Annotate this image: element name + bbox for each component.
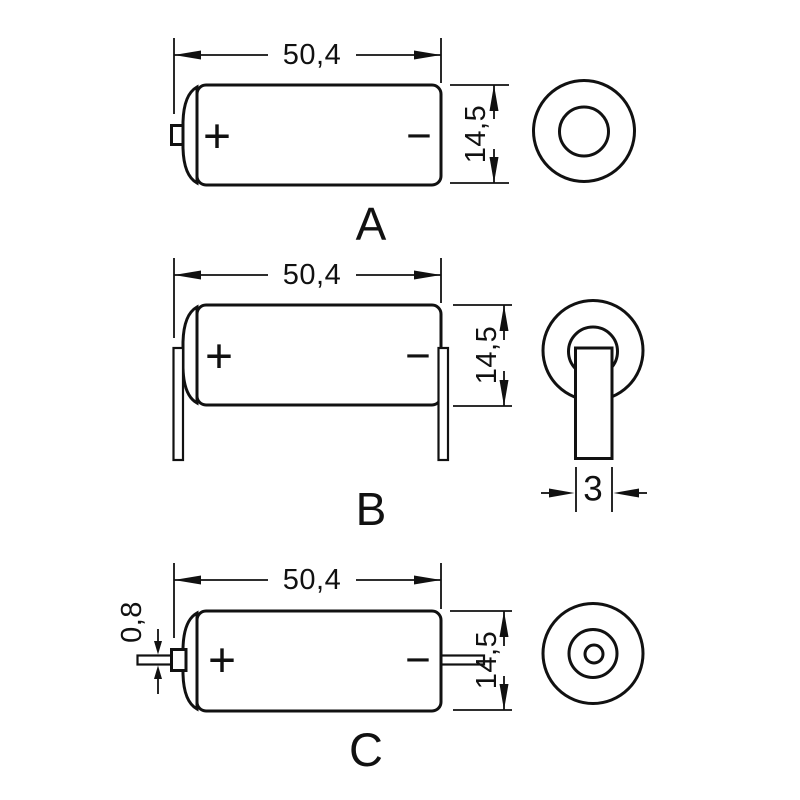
battery-a-side-view: + − bbox=[170, 83, 443, 187]
plus-terminal-a: + bbox=[203, 111, 231, 164]
battery-c-dome bbox=[181, 610, 199, 712]
dim-diameter-c: 14,5 bbox=[450, 610, 512, 711]
battery-a-end-view bbox=[532, 79, 636, 183]
dim-tag-width-b: 3 bbox=[541, 467, 647, 512]
battery-c-wire-left bbox=[136, 654, 174, 666]
dim-length-a: 50,4 bbox=[173, 38, 442, 114]
arrowhead-down bbox=[489, 157, 499, 183]
battery-a-body bbox=[195, 83, 443, 187]
battery-b-end-view bbox=[541, 299, 645, 460]
variant-c: 50,4 + − 0,8 14,5 bbox=[116, 563, 645, 776]
variant-a-label: A bbox=[356, 198, 387, 250]
minus-terminal-b: − bbox=[405, 332, 431, 381]
dim-text-diameter-a: 14,5 bbox=[460, 105, 492, 163]
battery-a-dome bbox=[181, 84, 199, 186]
arrowhead-down bbox=[499, 380, 509, 406]
minus-terminal-a: − bbox=[406, 112, 432, 161]
arrowhead-up bbox=[489, 85, 499, 111]
dim-text-length-a: 50,4 bbox=[283, 39, 341, 71]
dim-length-c: 50,4 bbox=[173, 563, 442, 638]
dim-text-wire-diameter-c: 0,8 bbox=[116, 601, 148, 643]
arrowhead-up bbox=[154, 665, 162, 679]
end-view-c-wire bbox=[583, 643, 605, 665]
variant-b: 50,4 + − 14,5 bbox=[172, 258, 647, 535]
dim-text-diameter-b: 14,5 bbox=[471, 326, 503, 384]
battery-c-body bbox=[195, 609, 443, 713]
dim-text-diameter-c: 14,5 bbox=[471, 631, 503, 689]
arrowhead-right bbox=[549, 488, 575, 498]
minus-terminal-c: − bbox=[405, 636, 431, 685]
variant-b-label: B bbox=[356, 483, 387, 535]
arrowhead-left bbox=[613, 488, 639, 498]
arrowhead-right bbox=[414, 575, 441, 585]
dim-diameter-a: 14,5 bbox=[450, 84, 509, 184]
dim-wire-diameter-c: 0,8 bbox=[116, 601, 162, 694]
arrowhead-up bbox=[499, 305, 509, 331]
battery-b-side-view: + − bbox=[172, 303, 450, 462]
battery-b-solder-tag-left bbox=[172, 346, 185, 462]
arrowhead-left bbox=[174, 50, 201, 60]
arrowhead-down bbox=[154, 641, 162, 655]
battery-c-end-view bbox=[541, 602, 645, 705]
dim-text-length-b: 50,4 bbox=[283, 259, 341, 291]
arrowhead-left bbox=[174, 575, 201, 585]
plus-terminal-b: + bbox=[205, 331, 233, 384]
variant-c-label: C bbox=[349, 723, 383, 776]
dim-text-length-c: 50,4 bbox=[283, 564, 341, 596]
arrowhead-down bbox=[499, 684, 509, 710]
dim-length-b: 50,4 bbox=[173, 258, 442, 338]
variant-a: 50,4 + − 14,5 A bbox=[170, 38, 636, 250]
plus-terminal-c: + bbox=[208, 635, 236, 688]
arrowhead-right bbox=[414, 270, 441, 280]
battery-a-button bbox=[170, 124, 185, 146]
arrowhead-left bbox=[174, 270, 201, 280]
battery-c-side-view: + − bbox=[136, 609, 486, 713]
battery-b-dome bbox=[181, 304, 199, 406]
battery-b-solder-tag-right bbox=[437, 346, 450, 462]
arrowhead-right bbox=[414, 50, 441, 60]
dim-diameter-b: 14,5 bbox=[453, 304, 512, 407]
end-view-b-solder-tag bbox=[574, 346, 614, 460]
arrowhead-up bbox=[499, 611, 509, 637]
dim-text-tag-width-b: 3 bbox=[583, 470, 602, 509]
battery-c-button bbox=[170, 648, 188, 672]
end-view-a-button bbox=[558, 105, 610, 158]
